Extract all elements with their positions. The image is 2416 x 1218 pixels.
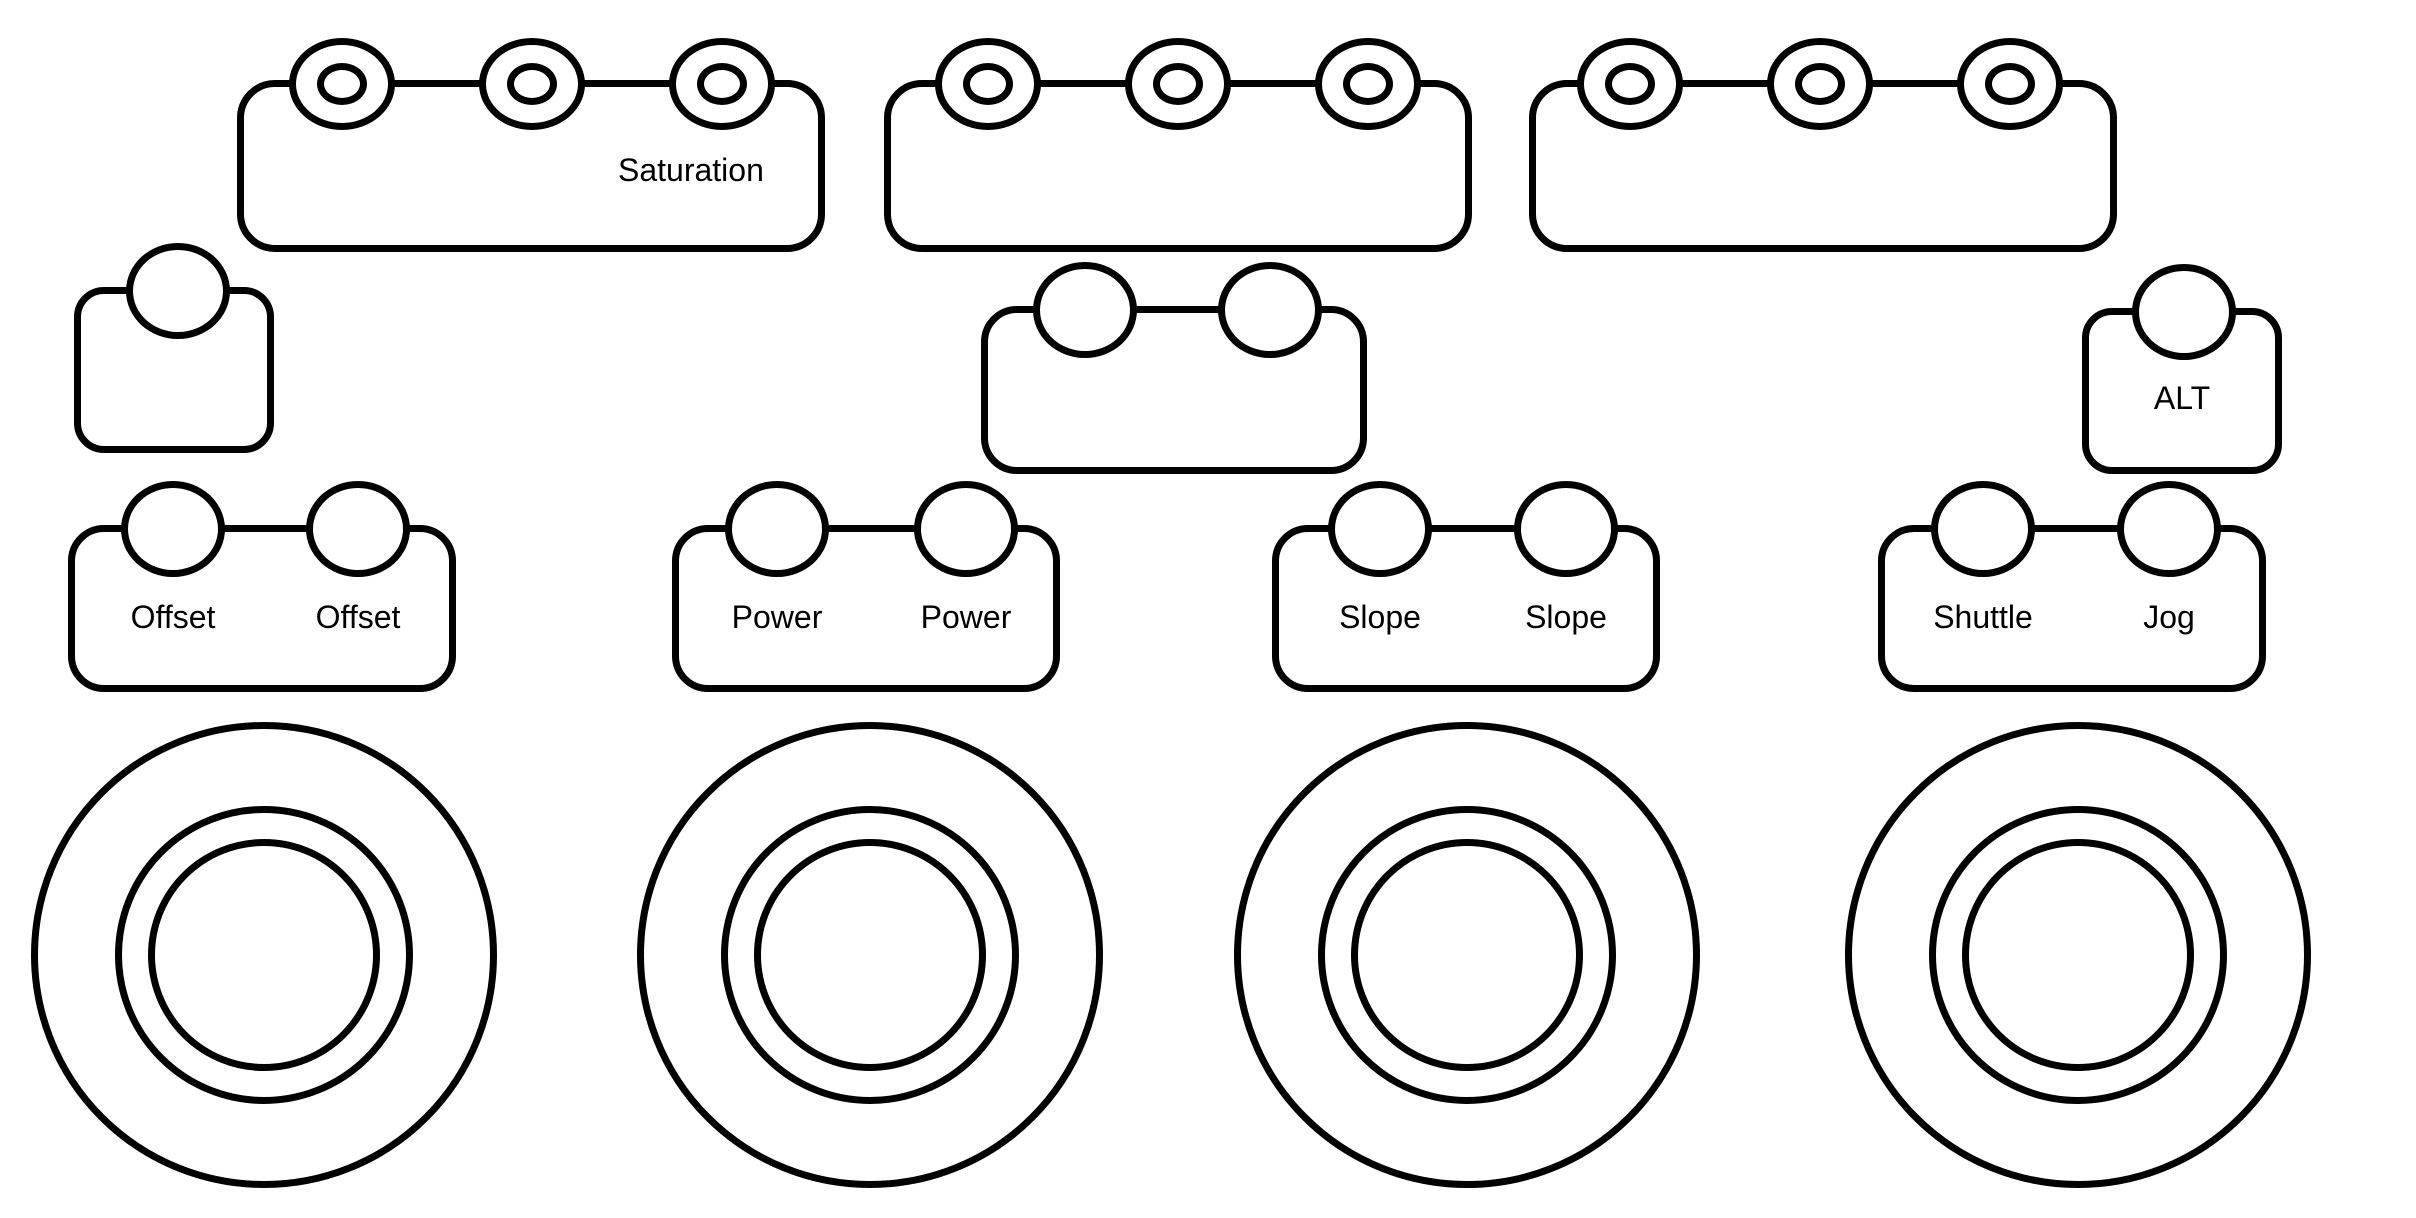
trackball-dial-ring[interactable]	[1318, 806, 1616, 1104]
trackball-outer-ring[interactable]	[31, 722, 497, 1188]
jog-button[interactable]	[2117, 481, 2221, 577]
trackball-dial-ring[interactable]	[115, 806, 413, 1104]
power-label: Power	[920, 599, 1012, 635]
slope-label: Slope	[1525, 599, 1607, 635]
slope-button[interactable]	[1514, 481, 1618, 577]
knob-cap-icon	[1343, 63, 1393, 105]
knob-cap-icon	[1795, 63, 1845, 105]
rotary-knob[interactable]	[1125, 38, 1231, 130]
knob-cap-icon	[697, 63, 747, 105]
trackball-outer-ring[interactable]	[1845, 722, 2311, 1188]
slope-label: Slope	[1339, 599, 1421, 635]
saturation-label: Saturation	[618, 152, 764, 188]
rotary-knob[interactable]	[935, 38, 1041, 130]
trackball-ball[interactable]	[1962, 839, 2194, 1071]
trackball-ball[interactable]	[1351, 839, 1583, 1071]
rotary-knob[interactable]	[1315, 38, 1421, 130]
knob-cap-icon	[507, 63, 557, 105]
rotary-knob[interactable]	[289, 38, 395, 130]
trackball-dial-ring[interactable]	[721, 806, 1019, 1104]
knob-cap-icon	[1985, 63, 2035, 105]
offset-button[interactable]	[121, 481, 225, 577]
knob-cap-icon	[1153, 63, 1203, 105]
push-button[interactable]	[1033, 262, 1137, 358]
trackball-ball[interactable]	[148, 839, 380, 1071]
power-label: Power	[731, 599, 823, 635]
rotary-knob[interactable]	[1957, 38, 2063, 130]
shuttle-label: Shuttle	[1933, 599, 2033, 635]
rotary-knob[interactable]	[669, 38, 775, 130]
trackball-ball[interactable]	[754, 839, 986, 1071]
trackball-outer-ring[interactable]	[1234, 722, 1700, 1188]
shuttle-button[interactable]	[1931, 481, 2035, 577]
jog-label: Jog	[2143, 599, 2195, 635]
slope-button[interactable]	[1328, 481, 1432, 577]
rotary-knob[interactable]	[1767, 38, 1873, 130]
power-button[interactable]	[725, 481, 829, 577]
offset-label: Offset	[130, 599, 216, 635]
push-button[interactable]	[126, 243, 230, 339]
push-button[interactable]	[1218, 262, 1322, 358]
knob-cap-icon	[963, 63, 1013, 105]
alt-button[interactable]	[2132, 264, 2236, 360]
power-button[interactable]	[914, 481, 1018, 577]
trackball-outer-ring[interactable]	[637, 722, 1103, 1188]
trackball-dial-ring[interactable]	[1929, 806, 2227, 1104]
alt-label: ALT	[2153, 380, 2211, 416]
rotary-knob[interactable]	[479, 38, 585, 130]
offset-label: Offset	[315, 599, 401, 635]
knob-cap-icon	[317, 63, 367, 105]
knob-cap-icon	[1605, 63, 1655, 105]
offset-button[interactable]	[306, 481, 410, 577]
rotary-knob[interactable]	[1577, 38, 1683, 130]
